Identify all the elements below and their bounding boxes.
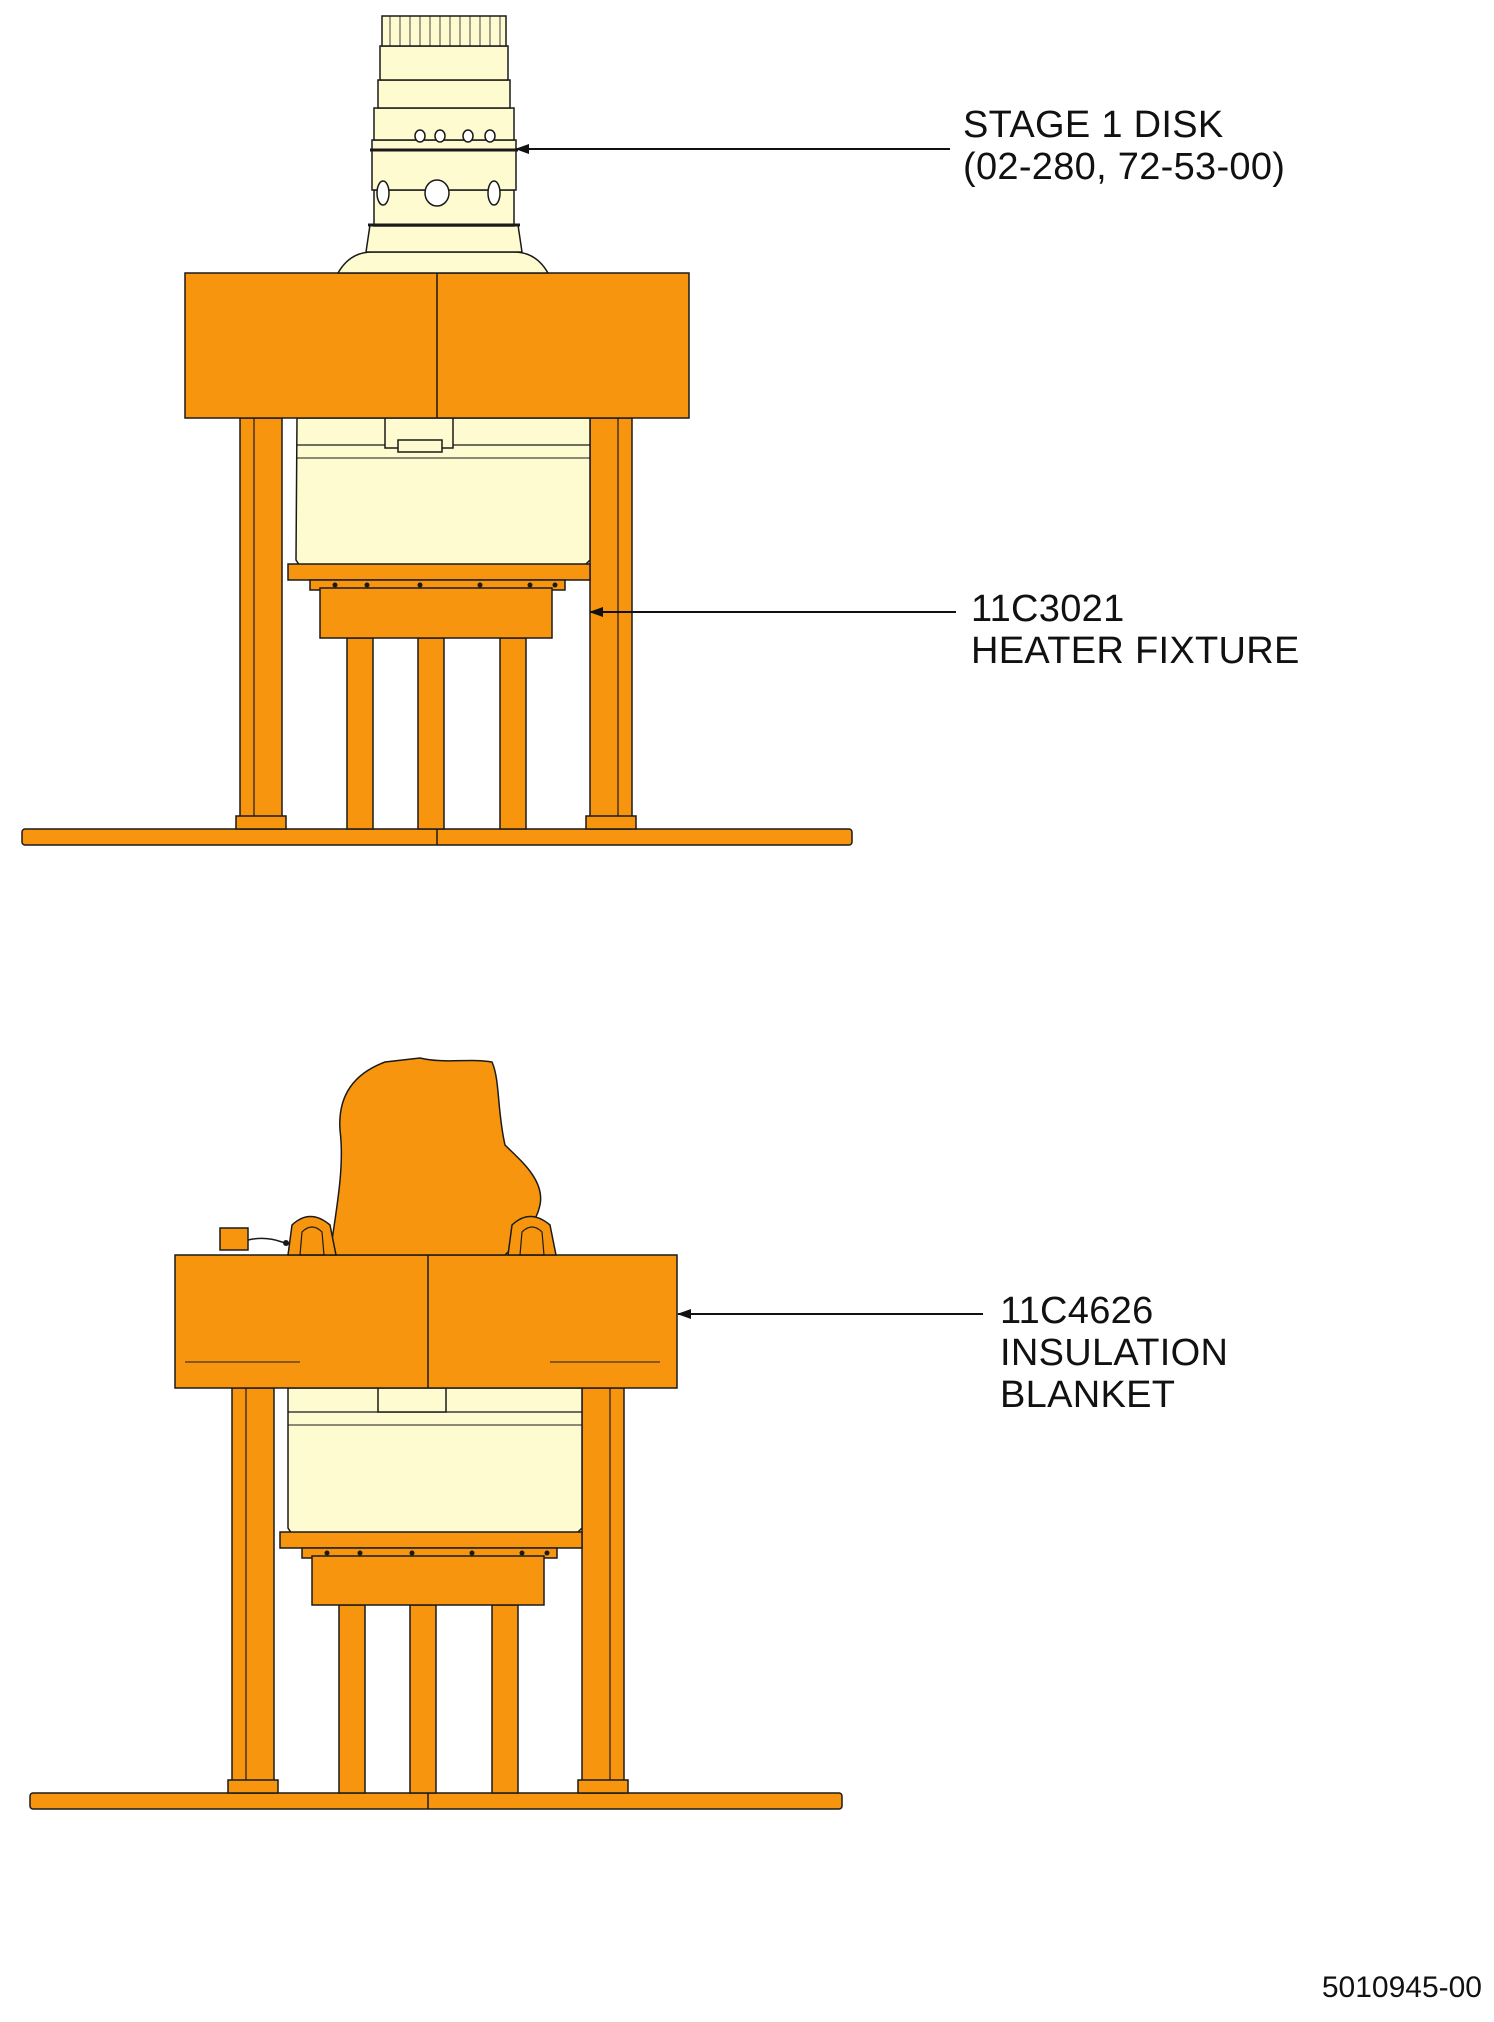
heater-fixture-top (319, 587, 553, 639)
connector-box (219, 1227, 249, 1251)
post-1-bottom (338, 1604, 366, 1794)
post-2-bottom (409, 1604, 437, 1794)
blanket-handle-left (287, 1215, 337, 1256)
callout-insulation-blanket-line3: BLANKET (1000, 1374, 1176, 1416)
callout-insulation-blanket-line2: INSULATION (1000, 1332, 1229, 1374)
callout-insulation-blanket-line1: 11C4626 (1000, 1290, 1154, 1332)
callout-heater-fixture: 11C3021 HEATER FIXTURE (971, 588, 1300, 672)
right-leg-bottom (581, 1387, 625, 1794)
post-2-top (417, 637, 445, 830)
callout-insulation-blanket: 11C4626 INSULATION BLANKET (1000, 1290, 1228, 1416)
base-plate-bottom (29, 1792, 843, 1810)
callout-stage1-disk: STAGE 1 DISK (02-280, 72-53-00) (963, 104, 1285, 188)
blanket-handle-right (507, 1215, 557, 1256)
left-leg-top (239, 417, 283, 830)
stage1-disk-part (336, 15, 550, 274)
callout-stage1-disk-line2: (02-280, 72-53-00) (963, 146, 1286, 188)
drawing-number: 5010945-00 (1321, 1971, 1482, 2004)
callout-heater-fixture-line2: HEATER FIXTURE (971, 630, 1300, 672)
callout-heater-fixture-line1: 11C3021 (971, 588, 1125, 630)
post-3-bottom (491, 1604, 519, 1794)
insulation-block-bottom (174, 1254, 678, 1389)
insulation-blanket-shape (329, 1057, 542, 1256)
post-3-top (499, 637, 527, 830)
callout-stage1-disk-line1: STAGE 1 DISK (963, 104, 1224, 146)
right-leg-top (589, 417, 633, 830)
heater-fixture-bottom (311, 1555, 545, 1606)
left-leg-bottom (231, 1387, 275, 1794)
top-assembly (21, 15, 956, 846)
bottom-assembly (29, 1057, 983, 1810)
post-1-top (346, 637, 374, 830)
